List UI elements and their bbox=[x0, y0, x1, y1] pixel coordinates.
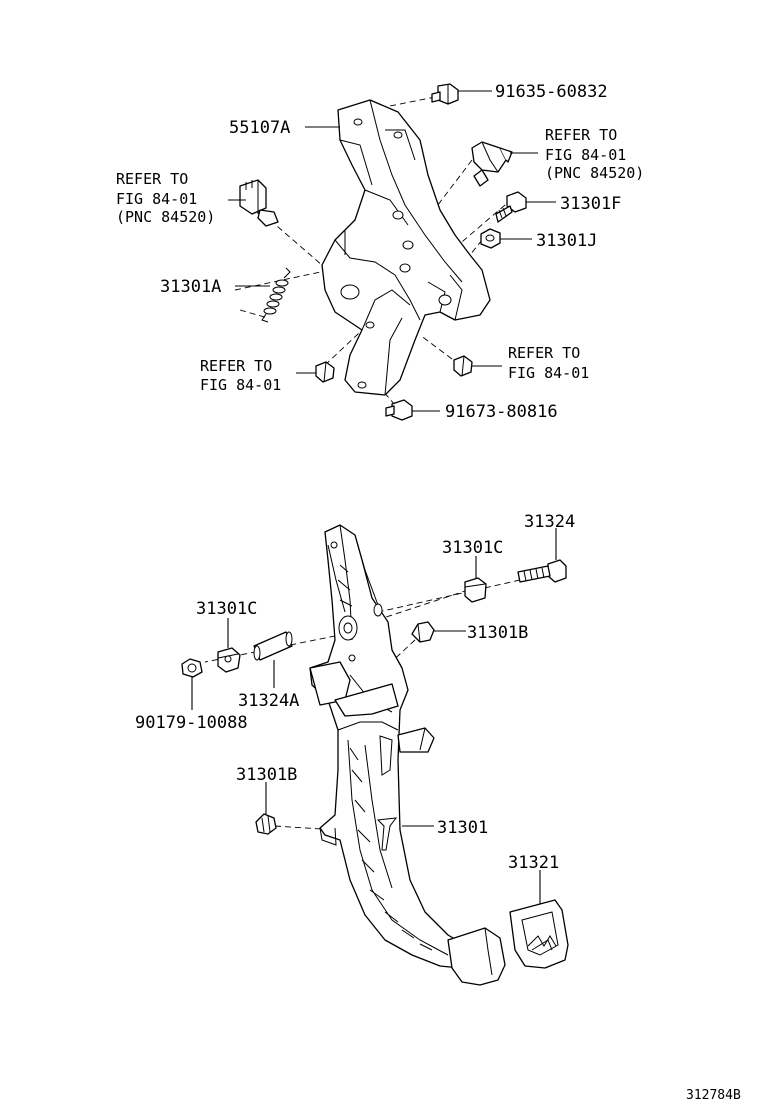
label-collar: 31324A bbox=[238, 691, 299, 711]
label-nut-right-ref-2: FIG 84-01 bbox=[508, 364, 589, 382]
cushion-left-icon bbox=[255, 813, 277, 835]
label-switch-right-ref-1: REFER TO bbox=[545, 126, 617, 144]
label-cushion-left: 31301B bbox=[236, 765, 297, 785]
lower-leader-lines bbox=[191, 528, 557, 904]
return-spring-icon bbox=[261, 267, 291, 323]
label-nut-left-ref-1: REFER TO bbox=[200, 357, 272, 375]
small-nut-icon bbox=[181, 658, 203, 678]
label-switch-right-ref-3: (PNC 84520) bbox=[545, 164, 644, 182]
label-spring: 31301A bbox=[160, 277, 221, 297]
upper-leader-lines bbox=[228, 90, 556, 412]
label-nut-right-ref-1: REFER TO bbox=[508, 344, 580, 362]
lower-labels: 31324 31301C 31301B 31301C 31324A 90179-… bbox=[135, 512, 575, 873]
label-pedal: 31301 bbox=[437, 818, 488, 838]
stop-lamp-switch-right-icon bbox=[471, 141, 513, 187]
stop-lamp-switch-left-icon bbox=[239, 179, 279, 227]
pedal-pad-icon bbox=[509, 899, 569, 969]
label-cushion-right: 31301B bbox=[467, 623, 528, 643]
pedal-foot-end bbox=[447, 927, 506, 986]
pedal-bolt-icon bbox=[517, 559, 567, 583]
collar-icon bbox=[253, 631, 293, 661]
flange-bolt-icon bbox=[431, 83, 459, 105]
label-pedal-pad: 31321 bbox=[508, 853, 559, 873]
label-bolt-top: 91635-60832 bbox=[495, 82, 608, 102]
label-nut-left-ref-2: FIG 84-01 bbox=[200, 376, 281, 394]
flange-bolt-bottom-icon bbox=[385, 399, 413, 421]
label-bolt-bottom: 91673-80816 bbox=[445, 402, 558, 422]
label-pedal-bolt: 31324 bbox=[524, 512, 575, 532]
label-small-nut: 90179-10088 bbox=[135, 713, 248, 733]
label-switch-left-ref-3: (PNC 84520) bbox=[116, 208, 215, 226]
bolt-31301f-icon bbox=[495, 191, 527, 223]
label-switch-right-ref-2: FIG 84-01 bbox=[545, 146, 626, 164]
diagram-code: 312784B bbox=[686, 1088, 741, 1103]
label-nut-j: 31301J bbox=[536, 231, 597, 251]
label-bracket: 55107A bbox=[229, 118, 290, 138]
label-bolt-f: 31301F bbox=[560, 194, 621, 214]
upper-labels: 55107A 91635-60832 REFER TO FIG 84-01 (P… bbox=[116, 82, 644, 422]
nut-right-icon bbox=[453, 355, 473, 377]
label-bushing-right: 31301C bbox=[442, 538, 503, 558]
label-bushing-left: 31301C bbox=[196, 599, 257, 619]
cushion-right-icon bbox=[411, 621, 435, 643]
bushing-right-icon bbox=[464, 577, 487, 603]
nut-31301j-icon bbox=[480, 228, 501, 249]
label-switch-left-ref-2: FIG 84-01 bbox=[116, 190, 197, 208]
brake-pedal-arm bbox=[309, 524, 479, 969]
pedal-support-bracket bbox=[321, 99, 491, 396]
bushing-left-icon bbox=[217, 647, 241, 673]
label-switch-left-ref-1: REFER TO bbox=[116, 170, 188, 188]
nut-left-icon bbox=[315, 361, 335, 383]
